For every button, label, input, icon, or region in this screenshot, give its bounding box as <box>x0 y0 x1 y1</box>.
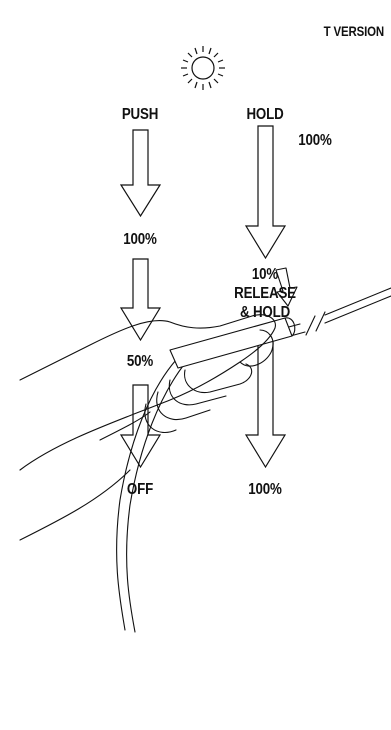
release-line-3: & HOLD <box>222 303 308 322</box>
left-step-3: OFF <box>110 480 170 499</box>
switch-body <box>170 318 292 368</box>
cable-right <box>325 288 391 323</box>
light-ray <box>214 79 218 83</box>
light-icon <box>181 46 225 90</box>
right-final-value: 100% <box>235 480 295 499</box>
left-step-1: 100% <box>110 230 170 249</box>
hold-value: 100% <box>285 131 345 150</box>
finger <box>169 380 226 405</box>
light-ray <box>188 53 192 57</box>
light-ray <box>183 74 188 76</box>
light-ray <box>209 48 211 54</box>
release-hold-label: 10% RELEASE & HOLD <box>222 265 308 322</box>
left-step-2: 50% <box>110 352 170 371</box>
light-ray <box>183 60 188 62</box>
light-ray <box>195 48 197 54</box>
release-line-2: RELEASE <box>222 284 308 303</box>
arrow-down-icon <box>121 130 160 216</box>
light-ray <box>209 82 211 88</box>
cable-break-marks <box>306 312 325 335</box>
light-ray <box>218 60 223 62</box>
light-ray <box>195 82 197 88</box>
light-icon-circle <box>192 57 214 79</box>
light-ray <box>218 74 223 76</box>
push-label: PUSH <box>110 105 170 124</box>
arrow-down-icon <box>246 126 285 258</box>
hold-label: HOLD <box>235 105 295 124</box>
hand-illustration <box>20 268 391 632</box>
light-ray <box>188 79 192 83</box>
light-ray <box>214 53 218 57</box>
release-line-1: 10% <box>222 265 308 284</box>
